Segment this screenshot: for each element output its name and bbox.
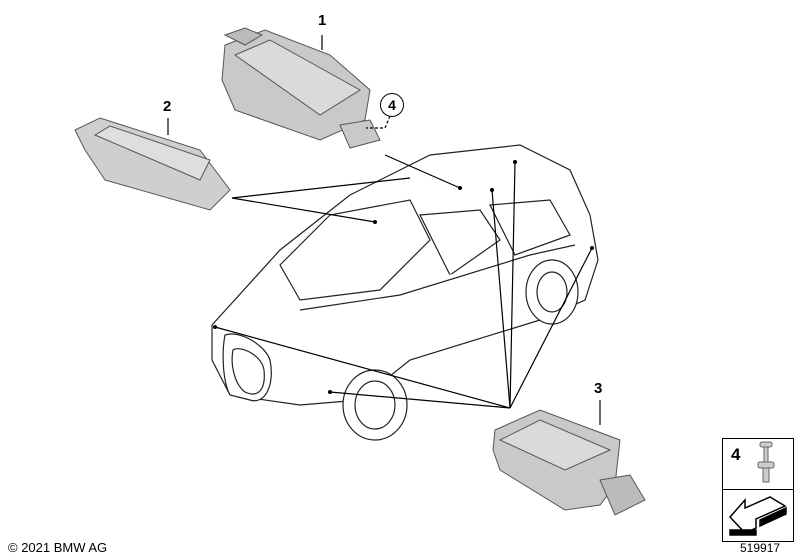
copyright: © 2021 BMW AG [8, 540, 108, 555]
legend-divider [723, 489, 793, 490]
callout-2: 2 [163, 98, 172, 115]
leader-lines [167, 35, 601, 425]
part-1-control-unit [221, 27, 381, 149]
clip-icon [757, 441, 775, 483]
arrow-icon [728, 496, 787, 536]
callout-3: 3 [594, 380, 603, 397]
mount-points [213, 160, 594, 394]
legend-box: 4 [722, 438, 794, 542]
part-2-control-unit [74, 117, 231, 211]
diagram-reference: 519917 [740, 541, 781, 555]
callout-1: 1 [318, 12, 327, 29]
callout-4: 4 [380, 93, 404, 117]
vehicle-illustration [211, 144, 599, 441]
legend-item-number: 4 [731, 445, 741, 464]
part-3-sensor [492, 409, 646, 516]
